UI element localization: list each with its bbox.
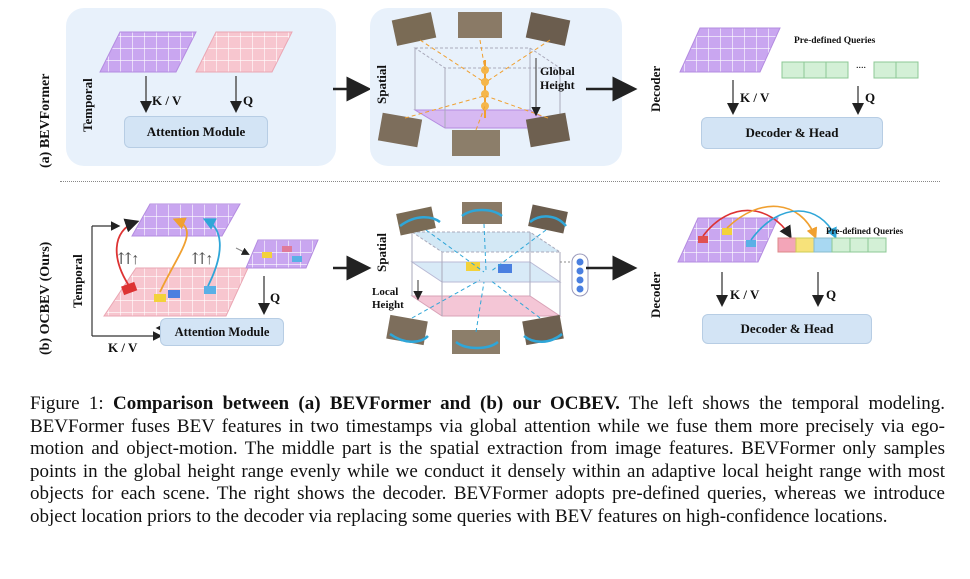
query-boxes-b bbox=[777, 237, 887, 253]
caption-bold: Comparison between (a) BEVFormer and (b)… bbox=[113, 393, 620, 414]
caption-prefix: Figure 1: bbox=[30, 393, 113, 414]
up-arrows-right: ⇈↑ bbox=[192, 251, 213, 268]
query-arrow-orange bbox=[726, 205, 818, 239]
local-height-label: Local Height bbox=[372, 286, 404, 311]
dec-kv-label-b: K / V bbox=[730, 287, 760, 302]
decoder-head-b: Decoder & Head bbox=[702, 314, 872, 344]
attention-module-a: Attention Module bbox=[124, 116, 268, 148]
global-height-label: Global Height bbox=[540, 64, 575, 92]
q-label-a: Q bbox=[243, 93, 254, 108]
kv-label-b: K / V bbox=[108, 340, 138, 355]
spatial-box-b bbox=[386, 202, 589, 354]
axes-b bbox=[91, 221, 163, 341]
caption-text: The left shows the temporal modeling. BE… bbox=[30, 393, 945, 527]
query-arrow-red bbox=[702, 209, 792, 239]
row-separator bbox=[60, 181, 940, 182]
figure-caption: Figure 1: Comparison between (a) BEVForm… bbox=[30, 393, 945, 529]
up-arrows-left: ⇈↑ bbox=[118, 251, 139, 268]
q-label-b: Q bbox=[270, 290, 281, 305]
bev-grid-small-b bbox=[245, 239, 319, 269]
bev-grid-decoder-b bbox=[677, 217, 779, 263]
bev-grid-pink-b bbox=[103, 267, 249, 317]
spatial-label-b: Spatial bbox=[374, 232, 389, 272]
bev-grid-pink-a bbox=[195, 31, 293, 73]
dec-q-label-b: Q bbox=[826, 287, 837, 302]
motion-arrow-orange bbox=[159, 217, 188, 293]
bev-grid-decoder-a bbox=[679, 27, 781, 73]
kv-label-a: K / V bbox=[152, 93, 182, 108]
predefined-queries-label-a: Pre-defined Queries bbox=[794, 36, 876, 46]
dec-kv-label-a: K / V bbox=[740, 90, 770, 105]
bev-grid-purple-a bbox=[99, 31, 197, 73]
predefined-queries-label-b: Pre-defined Queries bbox=[826, 226, 904, 236]
motion-arrow-red bbox=[115, 218, 140, 291]
svg-text:....: .... bbox=[856, 60, 866, 71]
motion-arrow-cyan bbox=[202, 218, 221, 287]
decoder-head-a: Decoder & Head bbox=[701, 117, 883, 149]
query-arrow-cyan bbox=[750, 210, 837, 241]
attention-module-b: Attention Module bbox=[160, 318, 284, 346]
dec-q-label-a: Q bbox=[865, 90, 876, 105]
arrow-to-small-grid bbox=[235, 247, 250, 255]
query-boxes-a: .... bbox=[781, 60, 919, 79]
decoder-label-b: Decoder bbox=[648, 271, 663, 318]
spatial-box-a bbox=[370, 8, 622, 166]
